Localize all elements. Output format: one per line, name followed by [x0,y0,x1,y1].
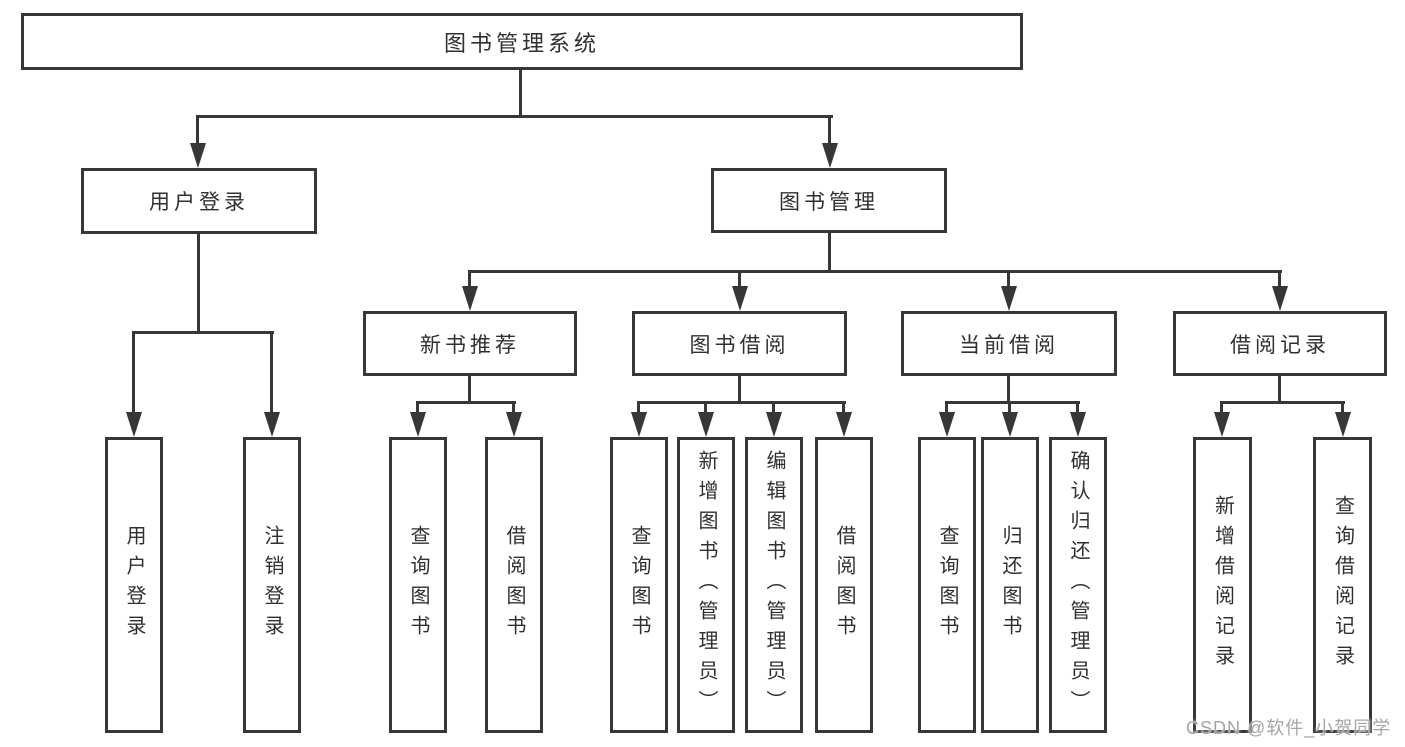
connector-line [132,331,135,413]
connector-line [842,401,845,413]
connector-line [738,376,741,404]
arrowhead-down-icon [1214,412,1230,437]
connector-line [197,233,200,334]
node-current-borrowing: 当前借阅 [901,311,1117,376]
arrowhead-down-icon [698,412,714,437]
connector-line [468,270,471,288]
connector-line [512,401,515,413]
leaf-br-add-borrow-record: 新增借阅记录 [1193,437,1252,733]
leaf-label: 查询图书 [407,525,429,645]
arrowhead-down-icon [1070,412,1086,437]
node-new-book-recommendation: 新书推荐 [363,311,577,376]
arrowhead-down-icon [631,412,647,437]
connector-line [1076,401,1079,413]
leaf-label: 注销登录 [261,525,283,645]
leaf-label: 归还图书 [999,525,1021,645]
connector-line [270,331,273,413]
node-book-management: 图书管理 [711,168,947,233]
arrowhead-down-icon [1335,412,1351,437]
connector-line [738,270,741,288]
connector-line [468,270,1282,273]
connector-line [1278,376,1281,404]
leaf-label: 借阅图书 [833,525,855,645]
connector-line [1220,401,1223,413]
connector-line [1220,401,1345,404]
leaf-label: 查询借阅记录 [1331,495,1354,675]
arrowhead-down-icon [190,143,206,168]
arrowhead-down-icon [836,412,852,437]
leaf-cb-return-books: 归还图书 [981,437,1039,733]
leaf-user-login: 用户登录 [105,437,163,733]
leaf-logout: 注销登录 [243,437,301,733]
leaf-br-query-borrow-record: 查询借阅记录 [1313,437,1372,733]
node-library-management-system: 图书管理系统 [21,13,1023,70]
leaf-bb-add-books-admin: 新增图书（管理员） [677,437,735,733]
connector-line [637,401,846,404]
leaf-cb-confirm-return-admin: 确认归还（管理员） [1049,437,1107,733]
connector-line [772,401,775,413]
leaf-label: 编辑图书（管理员） [763,450,785,720]
connector-line [1341,401,1344,413]
connector-line [132,331,274,334]
arrowhead-down-icon [822,143,838,168]
watermark-csdn: CSDN @软件_小贺同学 [1186,718,1392,738]
connector-line [416,401,516,404]
arrowhead-down-icon [939,412,955,437]
leaf-label: 借阅图书 [503,525,525,645]
leaf-label: 确认归还（管理员） [1067,450,1089,720]
connector-line [416,401,419,413]
node-borrowing-records: 借阅记录 [1173,311,1387,376]
node-book-borrowing: 图书借阅 [632,311,847,376]
arrowhead-down-icon [506,412,522,437]
leaf-bb-edit-books-admin: 编辑图书（管理员） [745,437,803,733]
connector-line [945,401,948,413]
connector-line [1007,376,1010,404]
leaf-bb-query-books: 查询图书 [610,437,668,733]
arrowhead-down-icon [766,412,782,437]
leaf-nb-query-books: 查询图书 [389,437,447,733]
leaf-label: 查询图书 [936,525,958,645]
arrowhead-down-icon [462,286,478,311]
connector-line [196,115,199,145]
leaf-bb-borrow-books: 借阅图书 [815,437,873,733]
connector-line [828,115,831,145]
connector-line [945,401,1080,404]
arrowhead-down-icon [264,412,280,437]
connector-line [1007,270,1010,288]
arrowhead-down-icon [126,412,142,437]
node-user-login: 用户登录 [81,168,317,234]
leaf-label: 新增借阅记录 [1211,495,1234,675]
leaf-label: 查询图书 [628,525,650,645]
connector-line [519,70,522,117]
leaf-label: 用户登录 [123,525,145,645]
arrowhead-down-icon [410,412,426,437]
arrowhead-down-icon [1272,286,1288,311]
connector-line [704,401,707,413]
connector-line [1008,401,1011,413]
leaf-cb-query-books: 查询图书 [918,437,976,733]
connector-line [1278,270,1281,288]
arrowhead-down-icon [1002,412,1018,437]
leaf-nb-borrow-books: 借阅图书 [485,437,543,733]
connector-line [637,401,640,413]
arrowhead-down-icon [732,286,748,311]
arrowhead-down-icon [1001,286,1017,311]
connector-line [828,233,831,273]
connector-line [197,115,833,118]
leaf-label: 新增图书（管理员） [695,450,717,720]
connector-line [468,376,471,404]
